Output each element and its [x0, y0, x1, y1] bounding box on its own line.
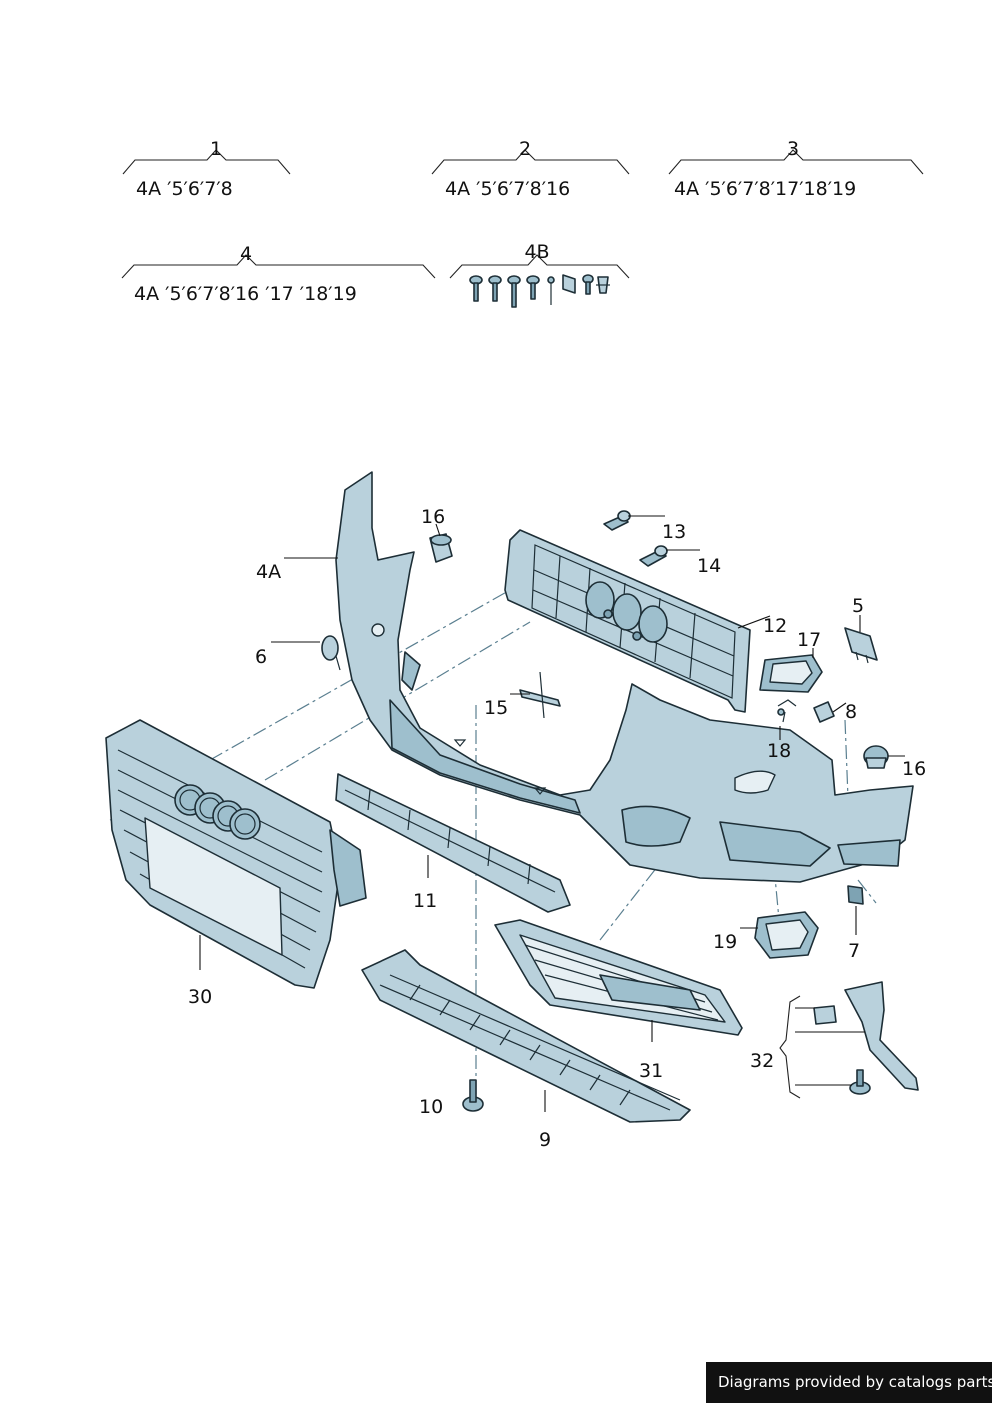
callout-19: 19	[713, 931, 737, 953]
fog-cover-19	[754, 911, 819, 959]
callout-6: 6	[255, 646, 267, 668]
group-header-4b: 4B	[449, 241, 630, 308]
radiator-grille-30	[105, 719, 367, 989]
group-code: 4A ′5′6′7′8′17′18′19	[674, 178, 856, 200]
grille-insert-31	[494, 919, 743, 1036]
group-code: 4A ′5′6′7′8	[136, 178, 233, 200]
bumper-cover	[335, 471, 914, 883]
group-number: 3	[787, 138, 799, 160]
screw-13	[603, 510, 631, 531]
callout-12: 12	[763, 615, 787, 637]
callout-30: 30	[188, 986, 212, 1008]
group-header-4: 4 4A ′5′6′7′8′16 ′17 ′18′19	[121, 243, 436, 305]
callout-16-upper: 16	[421, 506, 445, 528]
callout-8: 8	[845, 701, 857, 723]
callout-10: 10	[419, 1096, 443, 1118]
lower-grille-11	[335, 773, 571, 913]
screw-10	[462, 1079, 484, 1112]
grille-carrier	[504, 529, 751, 713]
group-number: 2	[519, 138, 531, 160]
clip-16-lower	[863, 745, 889, 769]
group-header-3: 3 4A ′5′6′7′8′17′18′19	[668, 138, 924, 200]
callout-5: 5	[852, 595, 864, 617]
callout-9: 9	[539, 1129, 551, 1151]
clip-16-upper	[429, 533, 453, 563]
group-number: 4	[240, 243, 252, 265]
callout-31: 31	[639, 1060, 663, 1082]
bracket-7	[847, 885, 864, 905]
clip-18	[777, 699, 797, 723]
group-code: 4A ′5′6′7′8′16 ′17 ′18′19	[134, 283, 357, 305]
group-number: 4B	[524, 241, 549, 263]
bracket-5	[844, 627, 878, 664]
callouts: 4A 16 13 14 12 5 17 8 18 16 6 15 11 30 1…	[188, 506, 926, 1151]
callout-15: 15	[484, 697, 508, 719]
screw-14	[639, 545, 668, 567]
callout-7: 7	[848, 940, 860, 962]
callout-14: 14	[697, 555, 721, 577]
callout-13: 13	[662, 521, 686, 543]
callout-4a: 4A	[256, 561, 281, 583]
callout-32: 32	[750, 1050, 774, 1072]
fastener-kit-icon	[469, 274, 610, 308]
credit-label: Diagrams provided by catalogs parts	[706, 1362, 992, 1403]
group-header-2: 2 4A ′5′6′7′8′16	[431, 138, 630, 200]
clip-8	[813, 701, 835, 723]
callout-16-lower: 16	[902, 758, 926, 780]
trim-frame-17	[759, 654, 823, 693]
group-header-1: 1 4A ′5′6′7′8	[122, 138, 291, 200]
leader-lines	[199, 515, 905, 1112]
bracket-15	[519, 671, 561, 719]
underbody-panel-9	[361, 949, 691, 1123]
group-number: 1	[210, 138, 222, 160]
bracket-32	[779, 981, 919, 1099]
group-code: 4A ′5′6′7′8′16	[445, 178, 570, 200]
cap-6	[321, 635, 341, 671]
callout-18: 18	[767, 740, 791, 762]
callout-11: 11	[413, 890, 437, 912]
callout-17: 17	[797, 629, 821, 651]
